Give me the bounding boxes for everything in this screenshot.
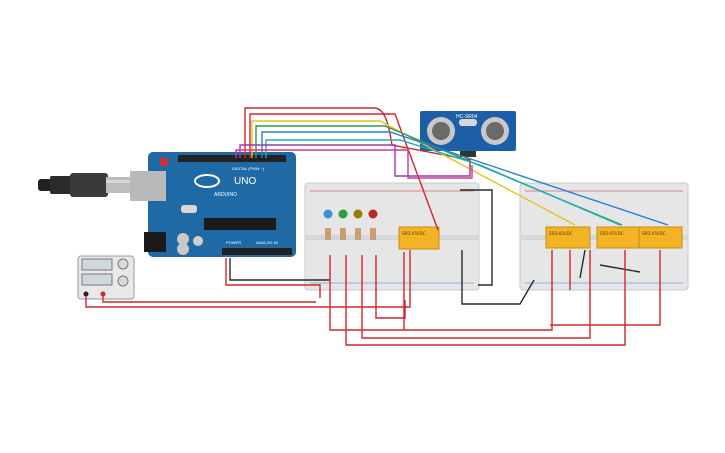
relay-3-label: SRD-05VDC	[600, 231, 624, 236]
relay-1-label: SRD-05VDC	[402, 231, 426, 236]
led-yellow	[353, 209, 363, 240]
arduino-model-label: UNO	[234, 176, 256, 187]
arduino-brand-label: ARDUINO	[214, 192, 237, 198]
digital-pins-label: DIGITAL (PWM ~)	[232, 166, 265, 171]
sensor-model-label: HC-SR04	[456, 114, 478, 120]
relay-4-label: SRD-05VDC	[642, 231, 666, 236]
analog-pins-label: ANALOG IN	[256, 240, 278, 245]
led-blue	[323, 209, 333, 240]
power-supply	[77, 255, 135, 300]
relay-3: SRD-05VDC	[596, 226, 642, 249]
relay-2-label: SRD-05VDC	[549, 231, 573, 236]
led-red	[368, 209, 378, 240]
relay-1: SRD-05VDC	[398, 226, 440, 250]
power-pins-label: POWER	[226, 240, 241, 245]
relay-4: SRD-05VDC	[638, 226, 683, 249]
led-green	[338, 209, 348, 240]
breadboard-left	[304, 182, 480, 291]
relay-2: SRD-05VDC	[545, 226, 591, 249]
wires	[85, 107, 669, 346]
ultrasonic-sensor: HC-SR04	[420, 111, 516, 157]
arduino-uno-board: UNO ARDUINO DIGITAL (PWM ~) POWER ANALOG…	[130, 152, 296, 257]
